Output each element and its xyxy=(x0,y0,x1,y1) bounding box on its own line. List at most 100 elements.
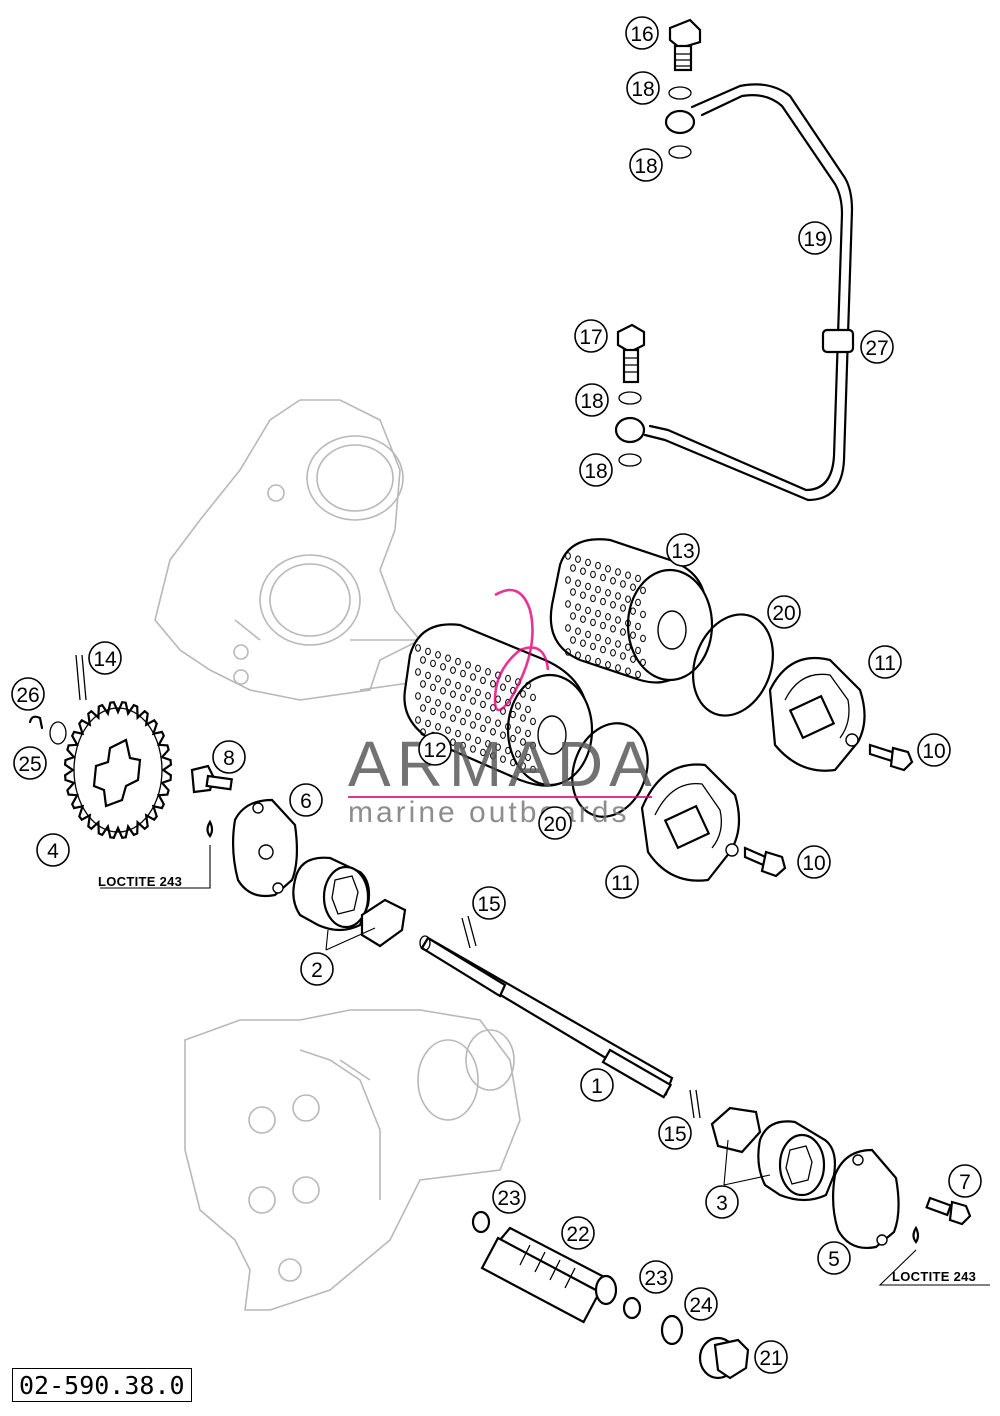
pin-icon xyxy=(689,1089,695,1119)
washer-icon xyxy=(49,721,67,745)
part-callout-8: 8 xyxy=(212,740,246,774)
perforation xyxy=(460,741,466,750)
perforation xyxy=(620,580,626,588)
part-callout-18: 18 xyxy=(579,453,613,487)
perforation xyxy=(610,577,616,585)
part-callout-17: 17 xyxy=(574,319,608,353)
perforation xyxy=(425,695,431,704)
perforation xyxy=(460,693,466,702)
perforation xyxy=(525,705,531,714)
svg-text:11: 11 xyxy=(611,872,633,895)
perforation xyxy=(460,669,466,678)
o-ring-icon xyxy=(692,613,774,717)
perforation xyxy=(625,571,631,579)
svg-text:10: 10 xyxy=(802,852,825,875)
perforation xyxy=(580,567,586,575)
perforation xyxy=(425,719,431,728)
perforation xyxy=(620,628,626,636)
perforation xyxy=(630,607,636,615)
perforation xyxy=(490,680,496,688)
perforation xyxy=(605,565,611,573)
perforation xyxy=(580,591,586,599)
svg-text:10: 10 xyxy=(922,740,945,763)
loctite-label: LOCTITE 243 xyxy=(892,1269,976,1284)
perforation xyxy=(420,680,426,688)
svg-text:26: 26 xyxy=(16,684,39,707)
perforation xyxy=(530,741,536,750)
svg-text:6: 6 xyxy=(300,790,312,813)
perforation xyxy=(455,681,461,690)
leader-lines xyxy=(100,845,990,1286)
perforation xyxy=(525,681,531,690)
part-callout-19: 19 xyxy=(798,221,832,255)
engine-case-upper-ghost xyxy=(154,399,431,701)
perforation xyxy=(515,702,521,710)
drain-plug xyxy=(698,1336,750,1380)
oil-filter-rear xyxy=(549,538,714,684)
washer-icon xyxy=(618,453,642,467)
perforation xyxy=(580,639,586,647)
screw-7 xyxy=(912,1196,972,1244)
perforation xyxy=(530,693,536,702)
oil-pump-gear xyxy=(63,700,173,840)
perforation xyxy=(595,609,601,618)
filter-cover-lower xyxy=(640,763,741,882)
perforation xyxy=(595,561,601,570)
svg-text:25: 25 xyxy=(18,753,41,776)
perforation xyxy=(445,702,451,710)
part-callout-11: 11 xyxy=(605,865,639,899)
o-ring-icon xyxy=(571,722,649,818)
perforation xyxy=(530,765,536,774)
part-callout-11: 11 xyxy=(868,645,902,679)
perforation xyxy=(595,585,601,594)
perforation xyxy=(590,642,596,651)
svg-text:2: 2 xyxy=(311,959,323,982)
banjo-fitting-top xyxy=(664,109,696,135)
perforation xyxy=(425,647,431,656)
perforation xyxy=(605,589,611,597)
perforation xyxy=(615,568,621,576)
perforation xyxy=(635,598,641,607)
perforation xyxy=(600,645,606,654)
svg-text:16: 16 xyxy=(630,23,653,46)
perforation xyxy=(495,743,501,751)
perforation xyxy=(455,657,461,666)
perforation xyxy=(630,631,636,639)
perforation xyxy=(570,636,576,644)
perforation xyxy=(565,624,571,632)
svg-text:3: 3 xyxy=(716,1192,728,1215)
screw-8 xyxy=(190,764,234,838)
perforation xyxy=(465,709,471,717)
svg-text:20: 20 xyxy=(543,813,566,836)
svg-text:1: 1 xyxy=(591,1075,603,1098)
perforation xyxy=(520,762,526,770)
pump-rotor-set-rear xyxy=(710,1106,837,1202)
pump-cover-plate xyxy=(231,798,299,898)
svg-text:21: 21 xyxy=(759,1347,782,1370)
perforation xyxy=(625,667,631,675)
perforation xyxy=(460,717,466,726)
pin-icon xyxy=(81,654,87,701)
perforation xyxy=(600,621,606,630)
pump-rotor-set-front xyxy=(292,856,407,948)
watermark-tagline: marine outboards xyxy=(348,796,629,829)
screw-lower xyxy=(743,846,787,878)
perforation xyxy=(515,750,521,758)
perforation xyxy=(415,668,421,676)
perforation xyxy=(505,674,511,683)
svg-text:17: 17 xyxy=(579,326,602,349)
perforation xyxy=(470,721,476,729)
svg-text:7: 7 xyxy=(959,1171,971,1194)
svg-text:14: 14 xyxy=(93,648,117,671)
perforation xyxy=(450,690,456,698)
perforation xyxy=(450,738,456,746)
perforation xyxy=(490,728,496,736)
svg-text:24: 24 xyxy=(689,1294,713,1317)
perforation xyxy=(620,604,626,612)
pin-icon xyxy=(467,915,477,947)
perforation xyxy=(455,729,461,738)
perforation xyxy=(500,731,506,739)
perforation xyxy=(435,699,441,707)
perforation xyxy=(485,740,491,748)
